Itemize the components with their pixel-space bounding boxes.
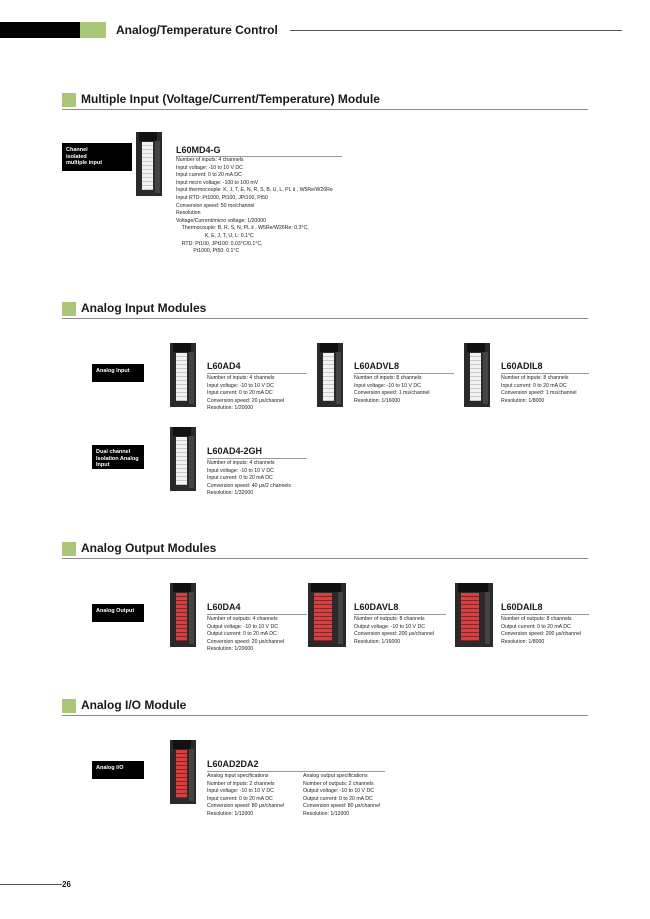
page-header-title: Analog/Temperature Control <box>116 23 278 37</box>
module-specs: Number of inputs: 8 channels Input curre… <box>501 375 577 404</box>
module-name: L60AD2DA2 <box>207 759 259 769</box>
module-image <box>455 583 493 647</box>
module-name: L60AD4 <box>207 361 241 371</box>
tag-dual-channel: Dual channel Isolation Analog Input <box>92 445 144 469</box>
module-name: L60ADIL8 <box>501 361 543 371</box>
module-specs-output: Analog output specifications Number of o… <box>303 773 381 817</box>
module-name: L60ADVL8 <box>354 361 400 371</box>
tag-channel-isolated: Channel isolated multiple input <box>62 143 132 171</box>
module-image <box>170 583 196 647</box>
module-rule <box>501 614 589 615</box>
module-name: L60AD4-2GH <box>207 446 263 456</box>
module-image <box>308 583 346 647</box>
section-title: Multiple Input (Voltage/Current/Temperat… <box>81 92 380 106</box>
section-rule <box>62 109 588 110</box>
section-rule <box>62 715 588 716</box>
module-rule <box>354 614 446 615</box>
section-title: Analog Output Modules <box>81 541 217 555</box>
module-specs: Number of outputs: 8 channels Output vol… <box>354 616 434 645</box>
module-name: L60DAIL8 <box>501 602 543 612</box>
footer-rule <box>0 884 62 885</box>
module-image <box>317 343 343 407</box>
section-title: Analog I/O Module <box>81 698 187 712</box>
section-marker <box>62 699 76 713</box>
module-specs: Number of inputs: 8 channels Input volta… <box>354 375 430 404</box>
module-rule <box>207 771 385 772</box>
module-image <box>170 740 196 804</box>
tag-analog-io: Analog I/O <box>92 761 144 779</box>
module-rule <box>207 458 307 459</box>
module-rule <box>176 156 342 157</box>
section-rule <box>62 558 588 559</box>
tag-analog-output: Analog Output <box>92 604 144 622</box>
module-rule <box>207 614 307 615</box>
section-title: Analog Input Modules <box>81 301 207 315</box>
module-rule <box>207 373 307 374</box>
module-specs: Number of inputs: 4 channels Input volta… <box>207 375 285 412</box>
module-specs: Number of inputs: 4 channels Input volta… <box>176 157 333 255</box>
header-green-bar <box>80 22 106 38</box>
module-specs: Number of inputs: 4 channels Input volta… <box>207 460 292 497</box>
module-name: L60DAVL8 <box>354 602 399 612</box>
module-specs-input: Analog input specifications Number of in… <box>207 773 285 817</box>
module-rule <box>354 373 454 374</box>
module-image <box>170 427 196 491</box>
tag-analog-input: Analog Input <box>92 364 144 382</box>
header-rule <box>290 30 622 31</box>
section-marker <box>62 93 76 107</box>
module-image <box>136 132 162 196</box>
module-rule <box>501 373 589 374</box>
module-name: L60MD4-G <box>176 145 221 155</box>
module-specs: Number of outputs: 4 channels Output vol… <box>207 616 285 653</box>
module-specs: Number of outputs: 8 channels Output cur… <box>501 616 581 645</box>
module-image <box>170 343 196 407</box>
module-name: L60DA4 <box>207 602 241 612</box>
section-marker <box>62 302 76 316</box>
section-rule <box>62 318 588 319</box>
section-marker <box>62 542 76 556</box>
module-image <box>464 343 490 407</box>
header-black-bar <box>0 22 80 38</box>
page-number: 26 <box>62 880 71 889</box>
